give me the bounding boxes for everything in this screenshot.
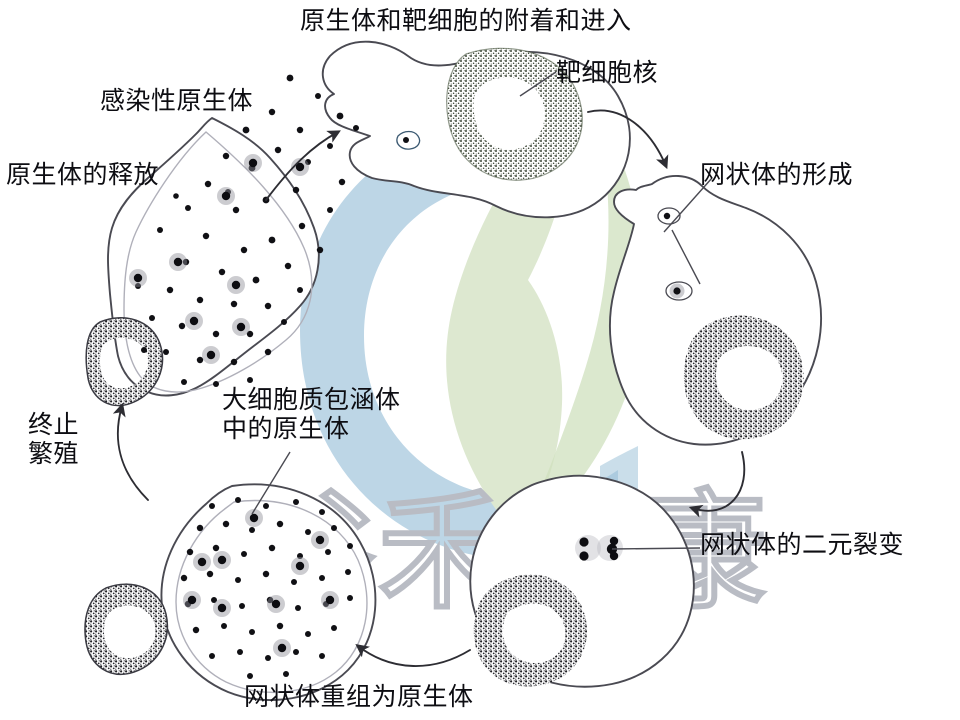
logo-arc-blue — [300, 120, 618, 560]
elementary-bodies-large-halo-inclusion — [183, 509, 339, 657]
inner-membrane-left — [123, 131, 313, 393]
reticulate-body-forming-upper — [657, 207, 681, 225]
reticulate-bodies-dividing — [575, 535, 623, 561]
arrow-inclusion-to-release — [112, 402, 149, 501]
leader-rb-fission — [611, 547, 701, 550]
arrow-eb-to-host — [265, 130, 341, 201]
reticulate-body-forming-lower — [665, 281, 693, 301]
leader-rb-formation — [663, 177, 713, 233]
elementary-bodies-released — [135, 74, 359, 387]
leader-target-nucleus — [519, 71, 557, 97]
nucleus-left-cell — [76, 305, 176, 415]
leader-inclusion-eb — [251, 451, 291, 515]
arrow-rb-formation-to-fission — [688, 451, 746, 518]
nucleus-bottom-left-cell — [76, 572, 176, 684]
inner-membrane-bottom-left — [175, 499, 368, 694]
internalized-elementary-body-top — [396, 130, 421, 150]
arrow-entry-to-rb-formation — [587, 109, 669, 170]
leader-rb-formation-2 — [671, 229, 701, 285]
elementary-bodies-large-halo-left — [129, 154, 309, 364]
nucleus-bottom-right-cell — [460, 560, 600, 700]
nucleus-right-cell — [670, 300, 820, 450]
elementary-bodies-in-inclusion — [180, 497, 353, 679]
arrow-fission-to-reorganize — [355, 643, 471, 667]
target-cell-nucleus — [430, 30, 600, 195]
